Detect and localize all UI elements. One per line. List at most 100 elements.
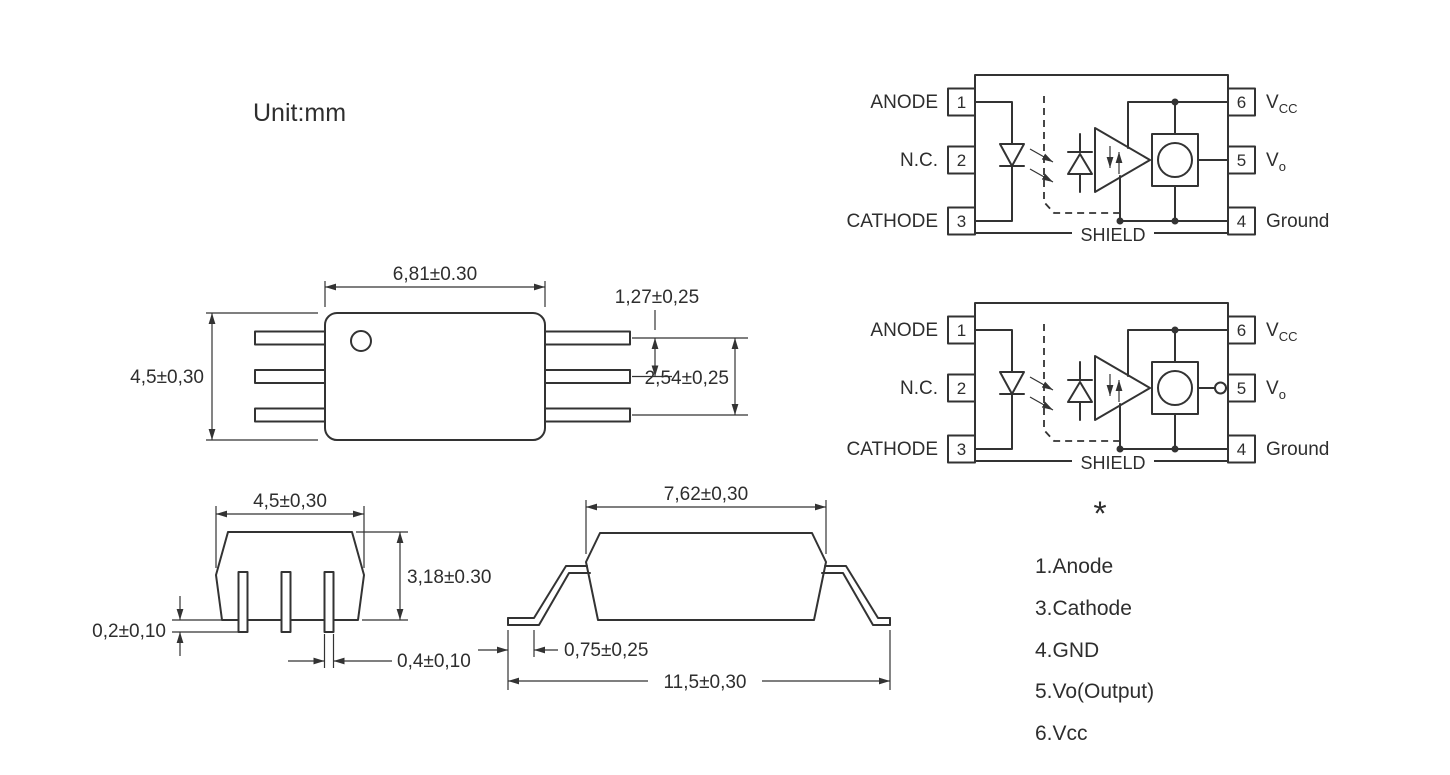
- pin-number-5: 5: [1237, 151, 1246, 170]
- lead-left-2: [254, 369, 326, 384]
- light-emission-arrows: [1029, 148, 1054, 183]
- junction-dot: [1116, 217, 1124, 225]
- led-symbol: [999, 143, 1025, 167]
- dim-side-body-length: 7,62±0,30: [664, 484, 748, 505]
- junction-dot: [1171, 326, 1179, 334]
- schematic-1: 1 2 3 ANODE N.C. CATHODE 6 5 4 VCC Vo Gr…: [847, 74, 1329, 245]
- pin-number-2: 2: [957, 379, 966, 398]
- gull-wing-lead-right: [821, 565, 891, 626]
- pin-box-1: [947, 87, 976, 117]
- pin-number-6: 6: [1237, 321, 1246, 340]
- pin-list-item: 5.Vo(Output): [1035, 680, 1154, 703]
- pin-label-anode: ANODE: [870, 320, 938, 341]
- pin-label-vcc: VCC: [1266, 320, 1297, 344]
- package-body-end-view: [215, 531, 365, 621]
- junction-dot: [1171, 445, 1179, 453]
- pin-number-5: 5: [1237, 379, 1246, 398]
- end-view: 4,5±0,30 3,18±0.30 0,2±0,10 0,4±0,10: [92, 491, 491, 672]
- pin-number-1: 1: [957, 321, 966, 340]
- vcc-base: V: [1266, 92, 1279, 113]
- dim-top-body-height: 4,5±0,30: [130, 367, 204, 388]
- dim-foot-length: 0,75±0,25: [564, 640, 648, 661]
- pin-number-3: 3: [957, 440, 966, 459]
- open-collector-circle: [1214, 381, 1227, 395]
- photodiode-symbol: [1067, 133, 1093, 193]
- pin-box-1: [947, 315, 976, 345]
- pin-box-2: [947, 373, 976, 403]
- top-view: 6,81±0.30 4,5±0,30 1,27±0,25 2,54±0,25: [130, 264, 748, 441]
- shield-line: [1043, 324, 1121, 449]
- shield-label-mask: [1072, 454, 1154, 473]
- vo-sub: o: [1279, 387, 1286, 402]
- pin-number-2: 2: [957, 151, 966, 170]
- shield-label-mask: [1072, 226, 1154, 245]
- vcc-base: V: [1266, 320, 1279, 341]
- cathode-wire: [974, 393, 1013, 450]
- led-symbol: [999, 371, 1025, 395]
- shield-label: SHIELD: [1080, 225, 1145, 245]
- light-emission-arrows: [1029, 376, 1054, 411]
- vo-base: V: [1266, 150, 1279, 171]
- pin-label-ground: Ground: [1266, 439, 1329, 460]
- pin-number-1: 1: [957, 93, 966, 112]
- lead-right-2: [544, 369, 631, 384]
- pin-list-item: 3.Cathode: [1035, 597, 1132, 620]
- gull-wing-lead-left: [507, 565, 591, 626]
- package-body-top-view: [324, 312, 546, 441]
- junction-dot: [1171, 217, 1179, 225]
- vcc-sub: CC: [1279, 329, 1298, 344]
- side-view: 7,62±0,30 0,75±0,25 11,5±0,30: [478, 484, 891, 693]
- lead-right-1: [544, 330, 631, 346]
- pin-list: 1.Anode 3.Cathode 4.GND 5.Vo(Output) 6.V…: [1035, 555, 1154, 745]
- junction-dot: [1116, 445, 1124, 453]
- pin-list-item: 1.Anode: [1035, 555, 1113, 578]
- pin-number-4: 4: [1237, 212, 1246, 231]
- dim-overall-length: 11,5±0,30: [664, 672, 747, 693]
- pin-label-anode: ANODE: [870, 92, 938, 113]
- push-pull-arrows: [1106, 146, 1123, 174]
- amplifier-symbol: [1094, 355, 1151, 421]
- pin-box-3: [947, 434, 976, 464]
- pin-label-cathode: CATHODE: [847, 439, 938, 460]
- cathode-wire: [974, 165, 1013, 222]
- push-pull-arrows: [1106, 374, 1123, 402]
- anode-wire: [974, 101, 1013, 145]
- pin-label-vo: Vo: [1266, 378, 1286, 402]
- pin-list-item: 6.Vcc: [1035, 722, 1088, 745]
- pin-label-nc: N.C.: [900, 378, 938, 399]
- amplifier-symbol: [1094, 127, 1151, 193]
- dim-lead-span: 2,54±0,25: [645, 368, 729, 389]
- pin-label-cathode: CATHODE: [847, 211, 938, 232]
- footnote-asterisk: *: [1093, 495, 1106, 533]
- dim-top-body-width: 6,81±0.30: [393, 264, 477, 285]
- pin-label-vcc: VCC: [1266, 92, 1297, 116]
- pin-list-item: 4.GND: [1035, 639, 1099, 662]
- pin1-indicator: [350, 330, 372, 352]
- pin-label-ground: Ground: [1266, 211, 1329, 232]
- package-body-side-view: [585, 532, 827, 621]
- lead-left-1: [254, 330, 326, 346]
- pin-label-vo: Vo: [1266, 150, 1286, 174]
- lead: [280, 571, 292, 633]
- vo-base: V: [1266, 378, 1279, 399]
- vo-sub: o: [1279, 159, 1286, 174]
- output-transistor-symbol: [1157, 370, 1193, 406]
- pin-number-4: 4: [1237, 440, 1246, 459]
- junction-dot: [1171, 98, 1179, 106]
- anode-wire: [974, 329, 1013, 373]
- schematic-2: 1 2 3 ANODE N.C. CATHODE 6 5 4 VCC Vo Gr…: [847, 302, 1329, 473]
- pin-label-nc: N.C.: [900, 150, 938, 171]
- dim-lead-width: 0,4±0,10: [397, 651, 471, 672]
- shield-label: SHIELD: [1080, 453, 1145, 473]
- lead-right-3: [544, 407, 631, 423]
- lead-left-3: [254, 407, 326, 423]
- dim-end-body-height: 3,18±0.30: [407, 567, 491, 588]
- lead: [323, 571, 335, 633]
- pin-box-2: [947, 145, 976, 175]
- output-transistor-symbol: [1157, 142, 1193, 178]
- pin-box-5: [1227, 373, 1256, 403]
- photodiode-symbol: [1067, 361, 1093, 421]
- pin-number-6: 6: [1237, 93, 1246, 112]
